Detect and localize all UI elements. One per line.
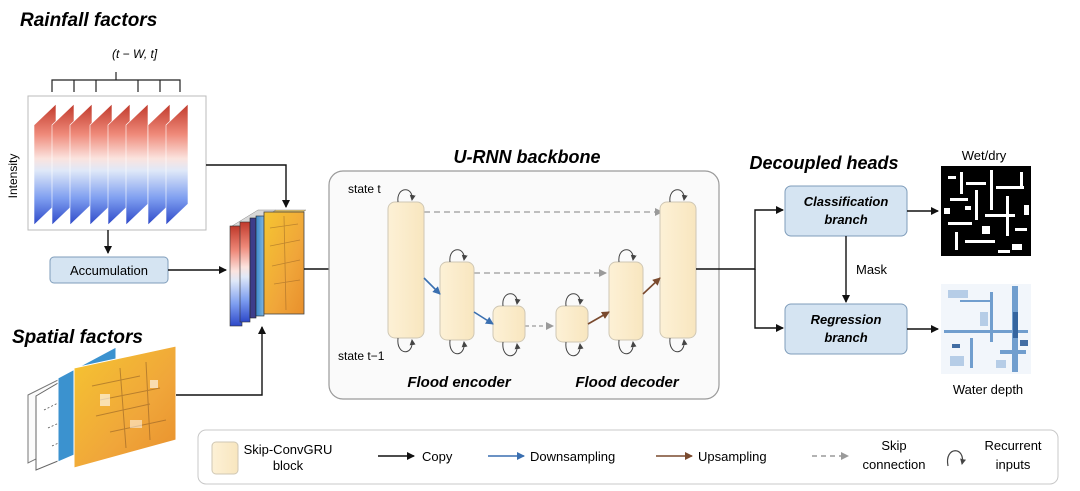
- arrow-rainfall-to-stack: [206, 164, 290, 208]
- legend-recurrent-icon: [947, 450, 967, 467]
- spatial-maps: [27, 345, 177, 471]
- legend-block-swatch: [211, 441, 239, 475]
- rainfall-frames: [33, 103, 189, 226]
- classification-line2: branch: [824, 212, 867, 227]
- classification-line1: Classification: [804, 194, 889, 209]
- legend-block-line1: Skip-ConvGRU: [244, 442, 333, 457]
- upsample-arrow-1: [587, 311, 610, 325]
- legend-copy-label: Copy: [422, 449, 453, 464]
- stack-rain-slice-2: [239, 221, 251, 323]
- decoder-block-1: [555, 305, 589, 343]
- legend-skip-line2: connection: [863, 457, 926, 472]
- legend-block-line2: block: [273, 458, 304, 473]
- arrow-spatial-to-stack: [176, 326, 266, 396]
- decoder-block-2: [608, 261, 644, 341]
- legend-skip-line1: Skip: [881, 438, 906, 453]
- arrow-backbone-to-regression: [754, 269, 784, 332]
- water-depth-map: [941, 284, 1031, 374]
- arrow-backbone-to-heads: [696, 206, 784, 270]
- state-top-label: state t: [348, 182, 381, 196]
- stack-blue-slice: [255, 215, 265, 317]
- backbone-title: U-RNN backbone: [453, 147, 600, 167]
- rain-frame-3: [69, 103, 93, 226]
- recurrent-loops-top: [397, 189, 688, 307]
- rainfall-title: Rainfall factors: [20, 10, 157, 31]
- rain-frame-6: [125, 103, 149, 226]
- legend-recurrent-line2: inputs: [996, 457, 1031, 472]
- backbone-panel: [328, 170, 720, 400]
- legend-panel: [197, 429, 1059, 485]
- wet-dry-map: [941, 166, 1031, 256]
- encoder-label: Flood encoder: [407, 374, 512, 391]
- spatial-title: Spatial factors: [12, 327, 143, 348]
- regression-line1: Regression: [811, 312, 882, 327]
- heads-title: Decoupled heads: [749, 153, 898, 173]
- rain-frame-8: [165, 103, 189, 226]
- stack-dark-slice: [249, 217, 257, 319]
- intensity-axis-label: Intensity: [6, 154, 20, 199]
- legend-recurrent-line1: Recurrent: [984, 438, 1041, 453]
- spatial-map-front: [73, 345, 177, 469]
- encoder-block-3: [492, 305, 526, 343]
- downsample-arrow-2: [473, 311, 494, 325]
- decoder-block-3: [659, 201, 697, 339]
- downsample-arrow-1: [423, 277, 441, 295]
- accumulation-label: Accumulation: [70, 263, 148, 278]
- encoder-block-1: [387, 201, 425, 339]
- upsample-arrow-2: [642, 277, 661, 295]
- legend-up-label: Upsampling: [698, 449, 767, 464]
- input-stack: [229, 209, 307, 327]
- state-bottom-label: state t−1: [338, 349, 385, 363]
- water-depth-label: Water depth: [953, 382, 1023, 397]
- encoder-block-2: [439, 261, 475, 341]
- window-bracket: [51, 72, 181, 92]
- window-label: (t − W, t]: [112, 47, 158, 61]
- regression-line2: branch: [824, 330, 867, 345]
- mask-label: Mask: [856, 262, 888, 277]
- wet-dry-label: Wet/dry: [962, 148, 1007, 163]
- decoder-label: Flood decoder: [575, 374, 680, 391]
- recurrent-loops-bottom: [397, 337, 688, 357]
- legend-down-label: Downsampling: [530, 449, 615, 464]
